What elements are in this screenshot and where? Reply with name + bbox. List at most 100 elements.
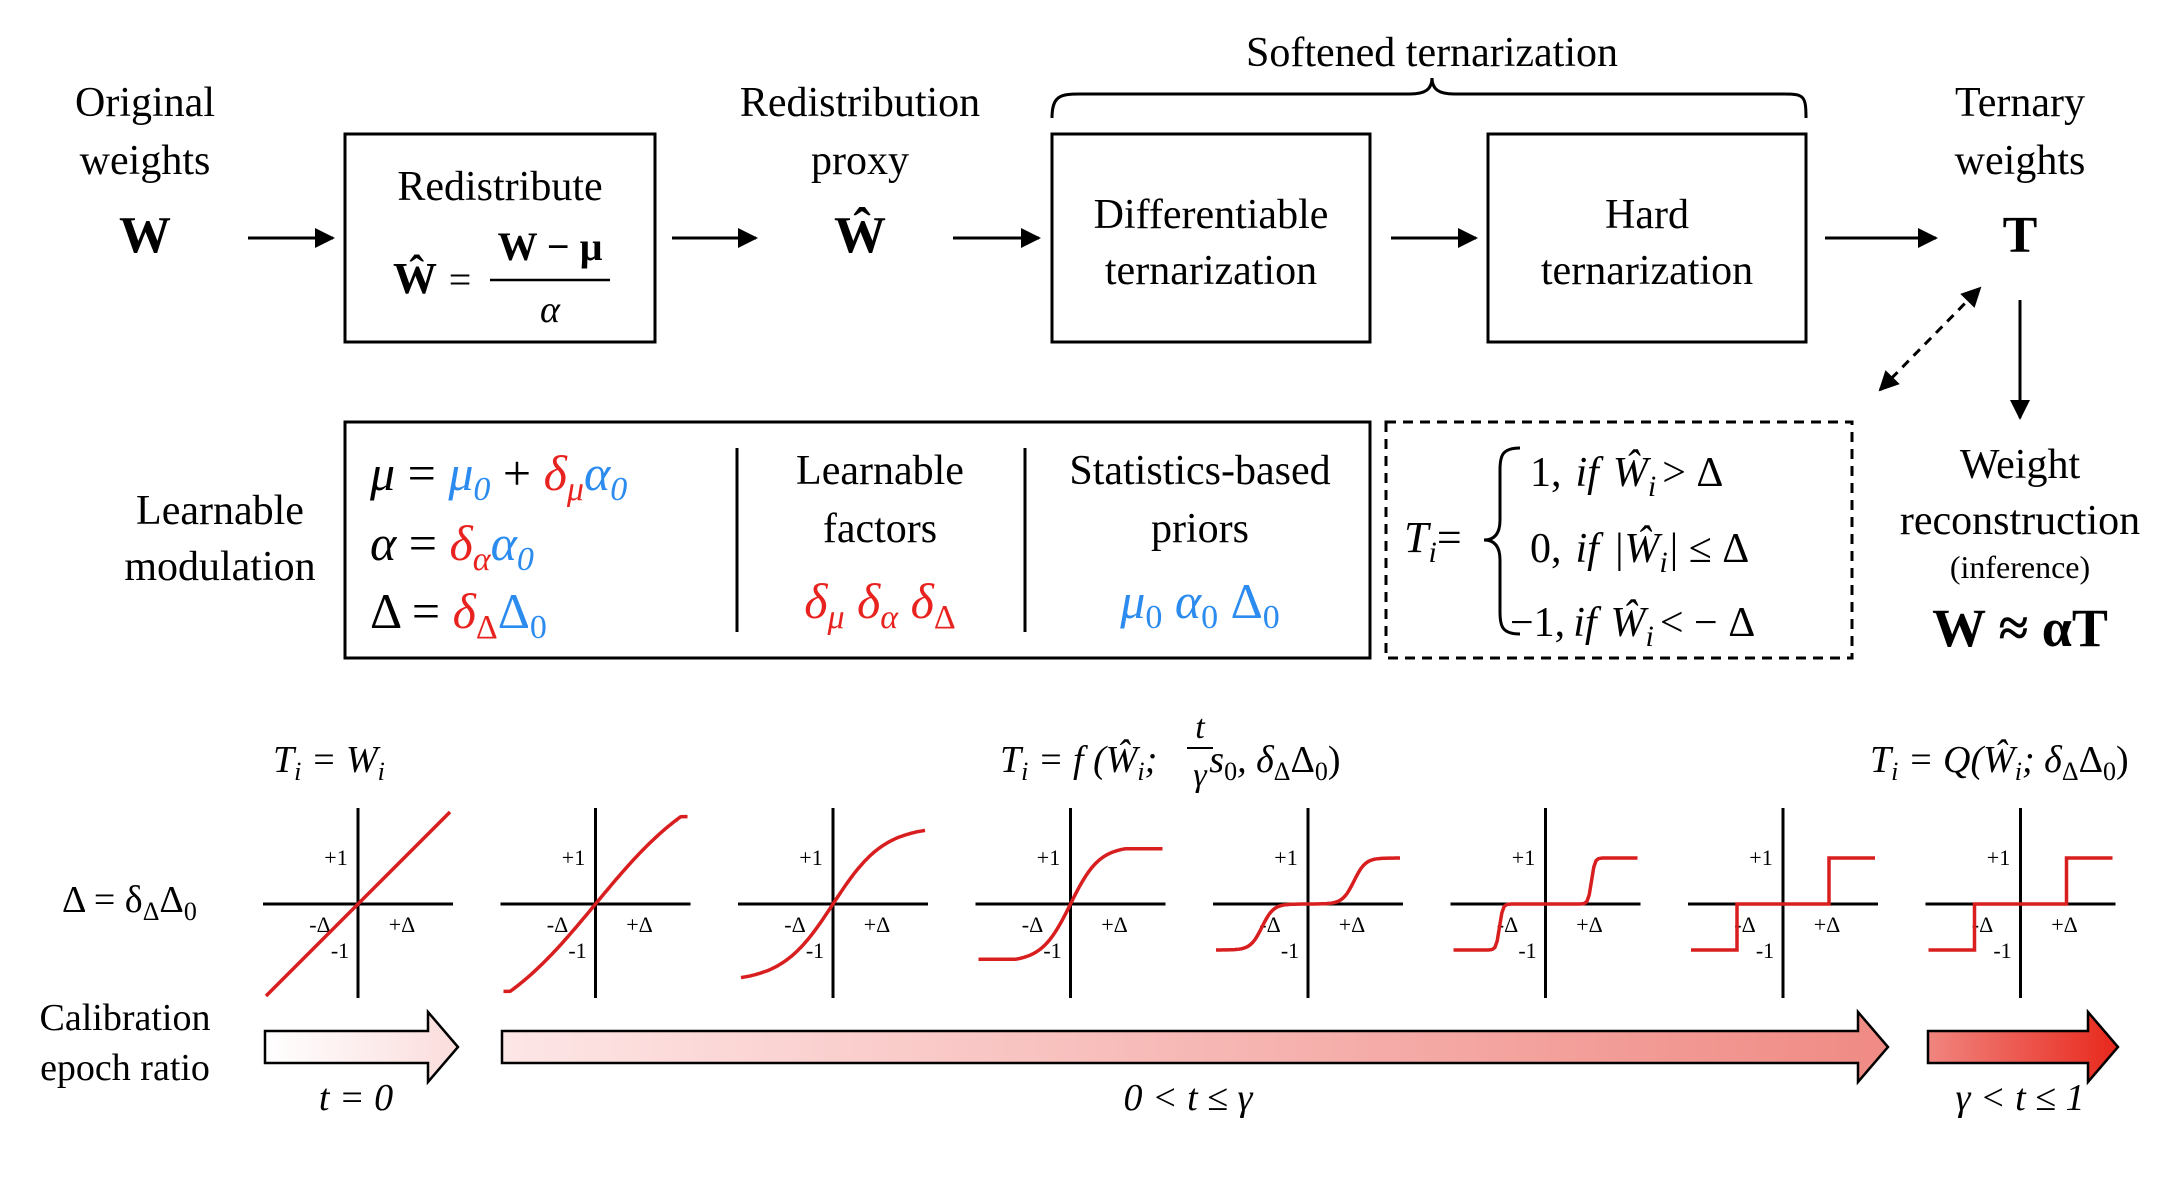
ternary-rule-box — [1384, 420, 1854, 660]
tick-minus-one: -1 — [1756, 938, 1774, 963]
priors-label-1: Statistics-based — [1069, 448, 1330, 494]
tick-plus-delta: +Δ — [1576, 912, 1603, 937]
differentiable-label-1: Differentiable — [1094, 192, 1329, 238]
formula-soft-den: γ — [1193, 757, 1208, 794]
stage-plot-7: +1 -1-Δ +Δ — [1688, 808, 1878, 998]
pipeline: Original weights W Redistribute Ŵ = W − … — [75, 30, 2140, 658]
formula-soft-num: t — [1195, 709, 1206, 746]
tick-plus-one: +1 — [1512, 845, 1535, 870]
ternarization-curve — [1453, 856, 1638, 952]
factors-symbols: δμ δα δΔ — [804, 573, 956, 636]
softened-label: Softened ternarization — [1246, 30, 1618, 76]
tick-plus-one: +1 — [1749, 845, 1772, 870]
range-hard: γ < t ≤ 1 — [1955, 1077, 2084, 1119]
original-weights-label-2: weights — [80, 138, 211, 184]
eq-mu: μ = μ0 + δμα0 — [369, 445, 627, 508]
ternary-label-1: Ternary — [1955, 80, 2085, 126]
formula-identity: Ti = Wi — [273, 739, 385, 786]
range-t0: t = 0 — [319, 1077, 393, 1119]
modulation-label-2: modulation — [124, 544, 315, 590]
reconstruction-label-1: Weight — [1960, 442, 2081, 488]
reconstruction-label-2: reconstruction — [1900, 498, 2140, 544]
proxy-label-1: Redistribution — [740, 80, 980, 126]
stage-plot-6: +1-1-Δ+Δ — [1450, 808, 1641, 998]
factors-label-2: factors — [823, 506, 937, 552]
stage-plot-5: +1 -1-Δ +Δ — [1213, 808, 1403, 998]
tick-minus-delta: -Δ — [547, 912, 568, 937]
ternary-symbol: T — [2003, 207, 2038, 264]
hard-label-1: Hard — [1605, 192, 1689, 238]
tick-plus-one: +1 — [562, 845, 585, 870]
calibration-label-2: epoch ratio — [40, 1047, 210, 1089]
stage-plots: +1-1-Δ+Δ+1-1-Δ+Δ+1-1-Δ+Δ+1-1-Δ+Δ+1-1-Δ+Δ… — [263, 808, 2116, 998]
tick-minus-delta: -Δ — [1734, 912, 1755, 937]
ternarization-curve — [264, 810, 452, 998]
ternarization-curve — [978, 847, 1163, 961]
redistribute-lhs: Ŵ — [393, 254, 437, 303]
stage-plot-2: +1 -1-Δ +Δ — [500, 808, 691, 998]
tick-plus-one: +1 — [1274, 845, 1297, 870]
differentiable-box — [1050, 132, 1372, 344]
tick-plus-delta: +Δ — [2051, 912, 2078, 937]
tick-plus-delta: +Δ — [626, 912, 653, 937]
tick-minus-one: -1 — [1993, 938, 2011, 963]
ternarization-curve — [503, 814, 688, 994]
formula-hard: Ti = Q(Ŵi; δΔΔ0) — [1870, 739, 2129, 786]
original-weights-label-1: Original — [75, 80, 215, 126]
factors-label-1: Learnable — [796, 448, 964, 494]
tick-plus-one: +1 — [324, 845, 347, 870]
formula-soft: Ti = f (Ŵi;s0, δΔΔ0) — [1000, 739, 1341, 786]
tick-minus-one: -1 — [806, 938, 824, 963]
tick-plus-delta: +Δ — [1814, 912, 1841, 937]
progress-arrow-soft — [500, 1008, 1890, 1086]
ternarization-curve — [740, 828, 926, 980]
tick-plus-delta: +Δ — [864, 912, 891, 937]
proxy-symbol: Ŵ — [834, 205, 886, 264]
progress-arrow-t0 — [263, 1008, 460, 1086]
tick-minus-one: -1 — [1281, 938, 1299, 963]
ternarization-curve — [1928, 856, 2113, 952]
tick-minus-delta: -Δ — [1259, 912, 1280, 937]
tick-plus-delta: +Δ — [1101, 912, 1128, 937]
modulation: Learnable modulation μ = μ0 + δμα0 α = δ… — [124, 420, 1372, 660]
tick-minus-delta: -Δ — [1972, 912, 1993, 937]
eq-alpha: α = δαα0 — [370, 515, 534, 578]
tick-minus-delta: -Δ — [1022, 912, 1043, 937]
rule-brace — [1483, 446, 1521, 636]
tick-minus-one: -1 — [1518, 938, 1536, 963]
redistribute-numerator: W − μ — [498, 224, 603, 269]
softened-brace — [1050, 77, 1808, 119]
eq-delta: Δ = δΔΔ0 — [370, 583, 547, 646]
delta-definition: Δ = δΔΔ0 — [62, 879, 197, 926]
reconstruction-formula: W ≈ αT — [1932, 598, 2108, 658]
modulation-label-1: Learnable — [136, 488, 304, 534]
tick-plus-one: +1 — [1987, 845, 2010, 870]
tick-plus-delta: +Δ — [389, 912, 416, 937]
redistribute-box — [343, 132, 657, 344]
rule-lhs: Ti= — [1404, 513, 1462, 569]
stage-plot-1: +1 -1-Δ +Δ — [263, 808, 453, 998]
tick-minus-one: -1 — [568, 938, 586, 963]
tick-minus-one: -1 — [331, 938, 349, 963]
calibration-label-1: Calibration — [40, 997, 211, 1039]
tick-minus-delta: -Δ — [309, 912, 330, 937]
ternarization-curve — [1216, 856, 1400, 952]
progress-arrow-hard — [1926, 1008, 2120, 1086]
reconstruction-label-3: (inference) — [1950, 549, 2090, 585]
stage-plot-4: +1-1-Δ+Δ — [975, 808, 1166, 998]
modulation-box — [343, 420, 1372, 660]
ternarization-curve — [1691, 856, 1875, 952]
ternary-label-2: weights — [1955, 138, 2086, 184]
stage-plot-3: +1 -1-Δ +Δ — [738, 808, 928, 998]
tick-plus-delta: +Δ — [1339, 912, 1366, 937]
stages: Ti = Wi Ti = f (Ŵi;s0, δΔΔ0) t γ Ti = Q(… — [40, 709, 2129, 1119]
redistribute-title: Redistribute — [397, 164, 602, 210]
tick-plus-one: +1 — [799, 845, 822, 870]
redistribute-denominator: α — [540, 289, 561, 331]
tick-minus-delta: -Δ — [784, 912, 805, 937]
differentiable-label-2: ternarization — [1105, 248, 1317, 294]
